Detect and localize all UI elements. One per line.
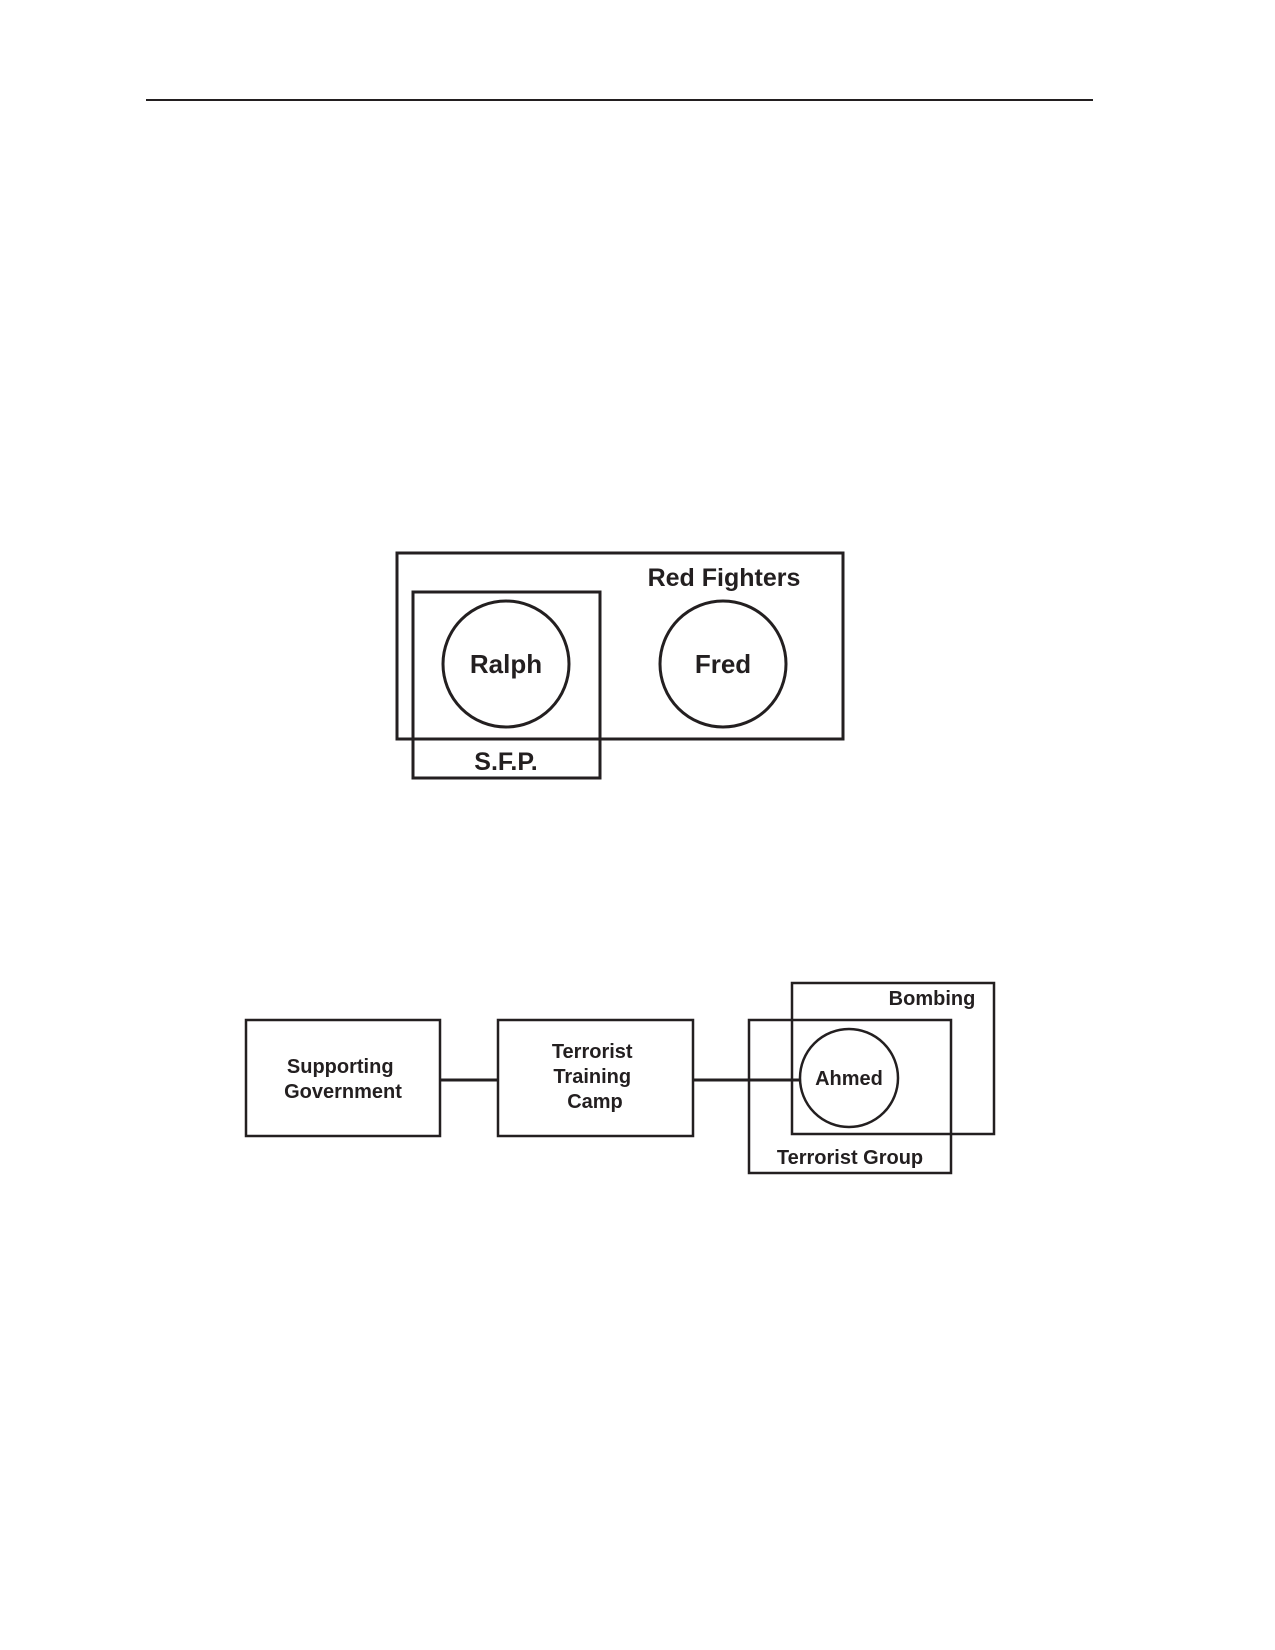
ralph-label: Ralph: [470, 649, 542, 679]
terrorist-group-label: Terrorist Group: [777, 1147, 923, 1169]
supporting-government-label: Supporting Government: [284, 1056, 402, 1103]
terrorist-group-box: [747, 1018, 953, 1175]
ahmed-label: Ahmed: [815, 1068, 883, 1090]
supporting-government-line-1: Supporting: [287, 1056, 394, 1078]
sfp-box: [411, 590, 602, 780]
red-fighters-box: [395, 551, 845, 741]
fred-label: Fred: [695, 649, 751, 679]
training-camp-label: Terrorist Training Camp: [552, 1041, 638, 1113]
training-camp-line-3: Camp: [567, 1091, 623, 1113]
supporting-government-box: [244, 1018, 442, 1138]
ahmed-node: [798, 1027, 900, 1129]
bombing-box: [790, 981, 996, 1136]
figure-1-diagram: Red Fighters Ralph Fred S.F.P.: [395, 551, 845, 780]
sfp-label: S.F.P.: [474, 748, 537, 776]
fred-node: [658, 599, 788, 729]
bombing-label: Bombing: [889, 988, 976, 1010]
training-camp-line-2: Training: [553, 1066, 631, 1088]
red-fighters-label: Red Fighters: [648, 564, 801, 592]
training-camp-box: [496, 1018, 695, 1138]
training-camp-line-1: Terrorist: [552, 1041, 633, 1063]
supporting-government-line-2: Government: [284, 1081, 402, 1103]
ralph-node: [441, 599, 571, 729]
figure-2-diagram: Supporting Government Terrorist Training…: [244, 981, 996, 1175]
